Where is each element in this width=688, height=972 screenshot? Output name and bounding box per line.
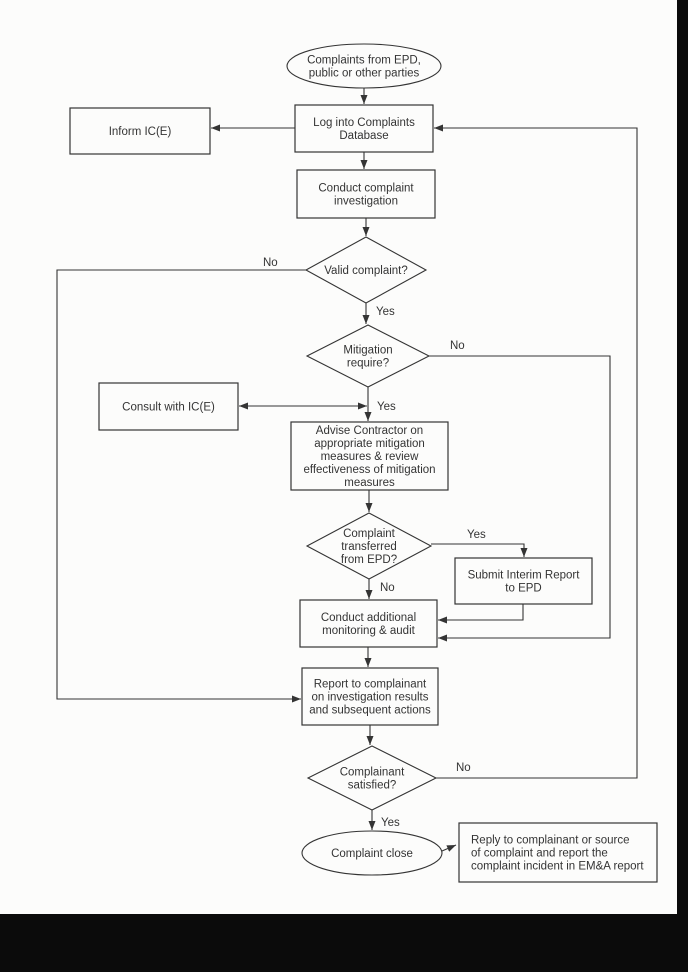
rect-shape <box>294 104 434 153</box>
diamond-shape <box>306 745 438 811</box>
node-inform-ice: Inform IC(E) <box>69 107 211 155</box>
node-label: Inform IC(E) <box>109 126 172 138</box>
diamond-shape <box>305 512 433 580</box>
rect-shape <box>98 382 239 431</box>
edge-label-transferred-yes: Yes <box>467 529 486 541</box>
node-layer: Complaints from EPD,public or other part… <box>69 43 658 883</box>
rect-shape <box>301 667 439 726</box>
diamond-shape <box>305 324 431 388</box>
edge-label-valid-yes: Yes <box>376 306 395 318</box>
node-label: Complaint close <box>331 848 413 860</box>
rect-shape <box>458 822 658 883</box>
scan-border-right <box>677 0 688 972</box>
edge-transferred-yes <box>431 543 528 557</box>
edge-label-satisfied-yes: Yes <box>381 817 400 829</box>
diamond-shape <box>304 236 428 304</box>
edge-label-valid-no: No <box>263 257 278 269</box>
node-valid-complaint: Valid complaint? <box>304 236 428 304</box>
rect-shape <box>69 107 211 155</box>
edge-valid-no <box>56 269 306 703</box>
edge-label-mitigation-yes: Yes <box>377 401 396 413</box>
node-label: Complaints from EPD,public or other part… <box>307 55 421 80</box>
node-complaint-close: Complaint close <box>301 830 443 876</box>
rect-shape <box>296 169 436 219</box>
scan-border-bottom <box>0 914 688 972</box>
edge-label-transferred-no: No <box>380 582 395 594</box>
edge-close-to-reply <box>441 844 457 852</box>
rect-shape <box>454 557 593 605</box>
node-label: Consult with IC(E) <box>122 402 215 414</box>
rect-shape <box>299 599 438 648</box>
edge-layer <box>56 88 638 852</box>
ellipse-shape <box>286 43 442 89</box>
edge-satisfied-no <box>434 124 638 779</box>
edge-label-mitigation-no: No <box>450 340 465 352</box>
node-label: Valid complaint? <box>324 265 408 277</box>
edge-mitigation-no <box>429 355 611 642</box>
ellipse-shape <box>301 830 443 876</box>
node-start: Complaints from EPD,public or other part… <box>286 43 442 89</box>
node-consult-ice: Consult with IC(E) <box>98 382 239 431</box>
edge-label-satisfied-no: No <box>456 762 471 774</box>
edge-submit-to-monitoring <box>438 604 524 624</box>
rect-shape <box>290 421 449 491</box>
